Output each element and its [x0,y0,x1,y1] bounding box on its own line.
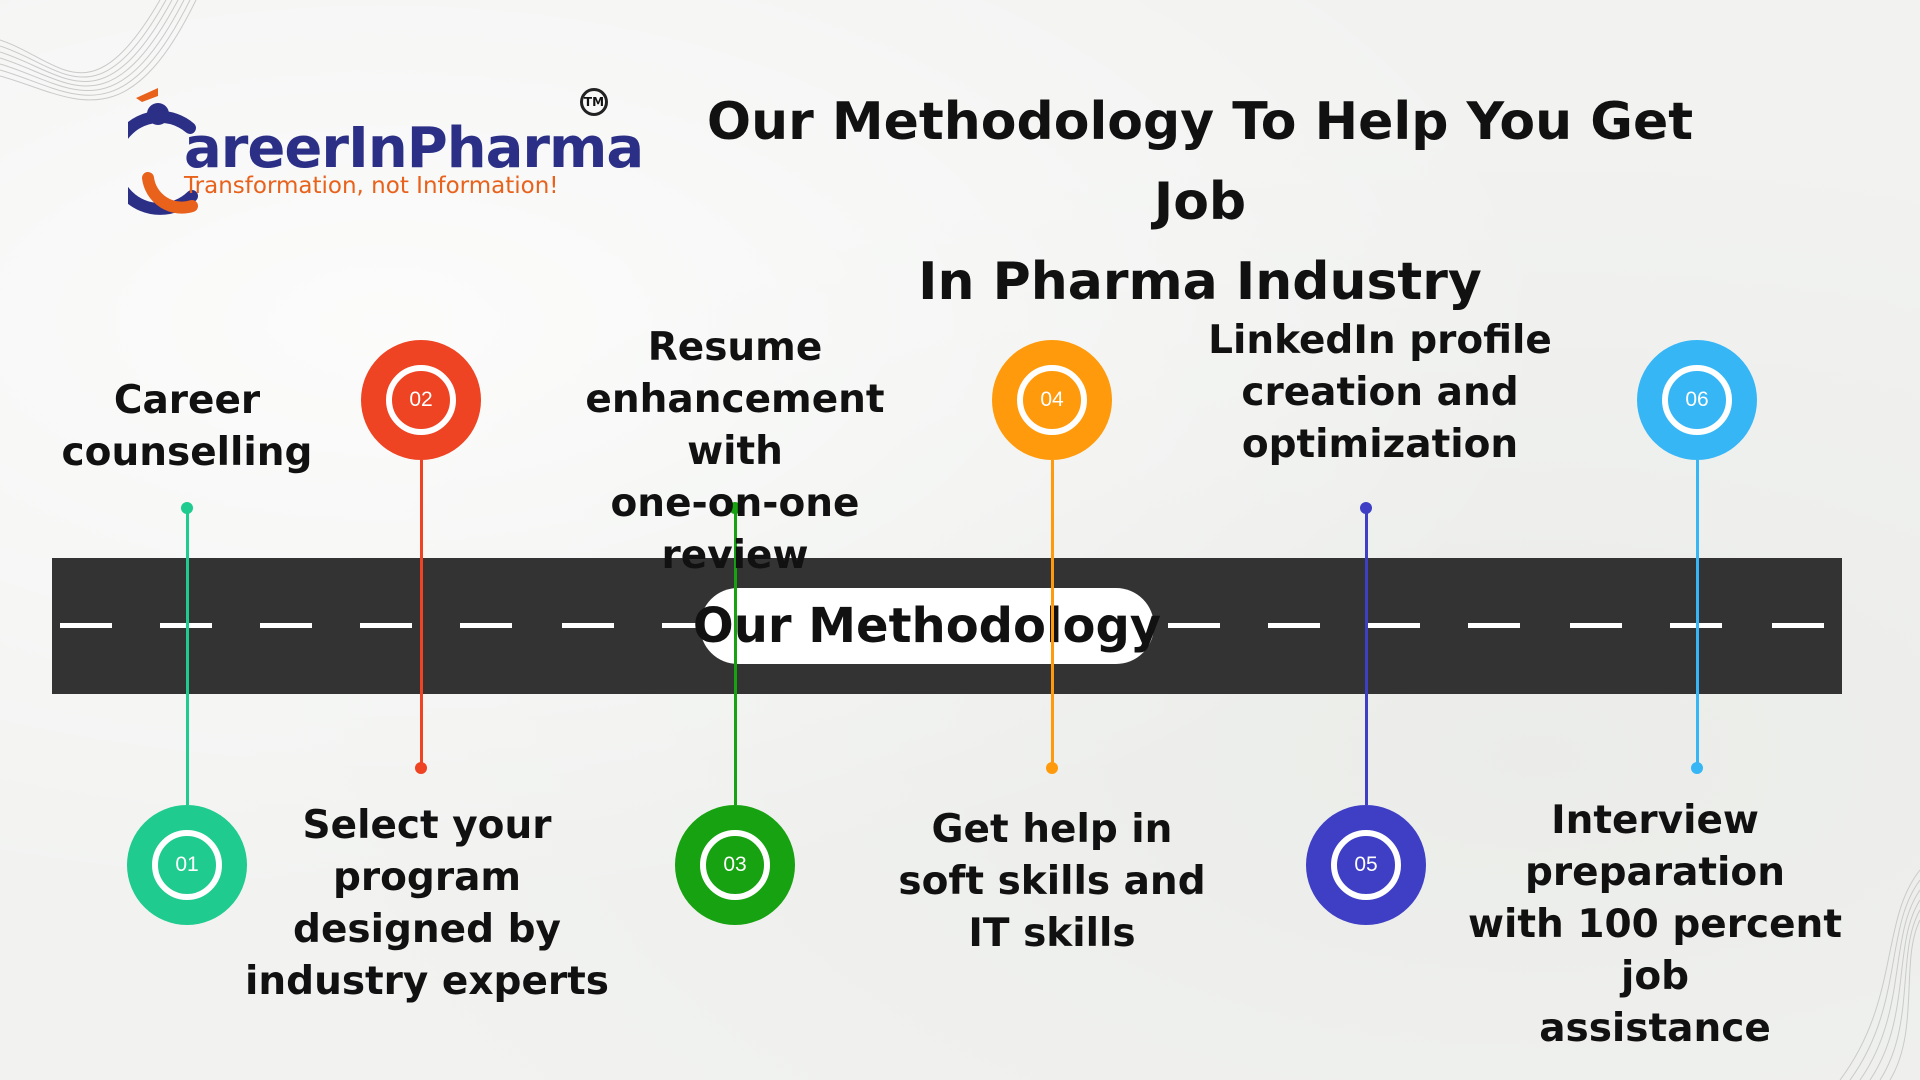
step-label-line: LinkedIn profile [1208,318,1552,363]
step-03-badge: 03 [675,805,795,925]
trademark-badge: TM [580,88,608,116]
step-05-connector [1364,508,1368,805]
step-label-line: Interview preparation [1525,798,1785,895]
road-dash [1368,623,1420,628]
step-02-badge: 02 [361,340,481,460]
step-04-connector [1050,460,1054,768]
step-number: 02 [386,365,456,435]
road-label: Our Methodology [693,588,1161,664]
step-label-line: optimization [1241,422,1519,467]
step-02-label: Select your program designed by industry ex… [240,800,614,1008]
road-dash [1772,623,1824,628]
step-number: 03 [700,830,770,900]
step-04-dot [1046,762,1058,774]
step-label-line: industry experts [245,959,609,1004]
step-number: 01 [152,830,222,900]
step-01-dot [181,502,193,514]
step-04-badge: 04 [992,340,1112,460]
step-01-connector [185,508,189,805]
step-01-badge: 01 [127,805,247,925]
step-label-line: with 100 percent job [1468,902,1842,999]
step-label-line: counselling [61,430,313,475]
step-label-line: Resume [647,325,823,370]
logo-mark-icon [128,88,198,215]
logo-brand-name: areerInPharma [184,116,644,181]
page-title-line-2: In Pharma Industry [918,252,1482,312]
step-06-badge: 06 [1637,340,1757,460]
step-number: 04 [1017,365,1087,435]
road-dash [360,623,412,628]
step-05-label: LinkedIn profile creation and optimization [1200,315,1560,471]
road-dash [460,623,512,628]
logo-tagline: Transformation, not Information! [184,173,559,199]
road-dash [662,623,714,628]
road-dash [60,623,112,628]
road-dash [1268,623,1320,628]
step-label-line: one-on-one review [610,481,860,578]
step-02-connector [419,460,423,768]
step-03-connector [733,508,737,805]
road-dash [562,623,614,628]
step-05-dot [1360,502,1372,514]
step-label-line: designed by [293,907,561,952]
road-dash [1168,623,1220,628]
road-dash [260,623,312,628]
decorative-swirl-bottom-right [1839,869,1920,1080]
decorative-swirl-top-left [0,0,197,101]
step-05-badge: 05 [1306,805,1426,925]
step-label-line: IT skills [968,911,1136,956]
step-number: 06 [1662,365,1732,435]
step-label-line: Select your [302,803,552,848]
step-label-line: Get help in [931,807,1173,852]
step-06-dot [1691,762,1703,774]
step-02-dot [415,762,427,774]
step-label-line: program [332,855,522,900]
brand-logo: areerInPharma Transformation, not Inform… [128,88,644,218]
step-06-connector [1695,460,1699,768]
page-title-line-1: Our Methodology To Help You Get Job [706,92,1694,232]
step-label-line: enhancement with [585,377,885,474]
step-number: 05 [1331,830,1401,900]
step-label-line: soft skills and [898,859,1206,904]
step-label-line: Career [113,378,261,423]
step-label-line: assistance [1539,1006,1771,1051]
step-label-line: creation and [1241,370,1519,415]
page-title: Our Methodology To Help You Get Job In P… [660,82,1740,322]
step-04-label: Get help in soft skills and IT skills [880,804,1224,960]
road-dash [1570,623,1622,628]
road-dash [1468,623,1520,628]
step-01-label: Career counselling [40,375,334,479]
step-03-dot [729,502,741,514]
